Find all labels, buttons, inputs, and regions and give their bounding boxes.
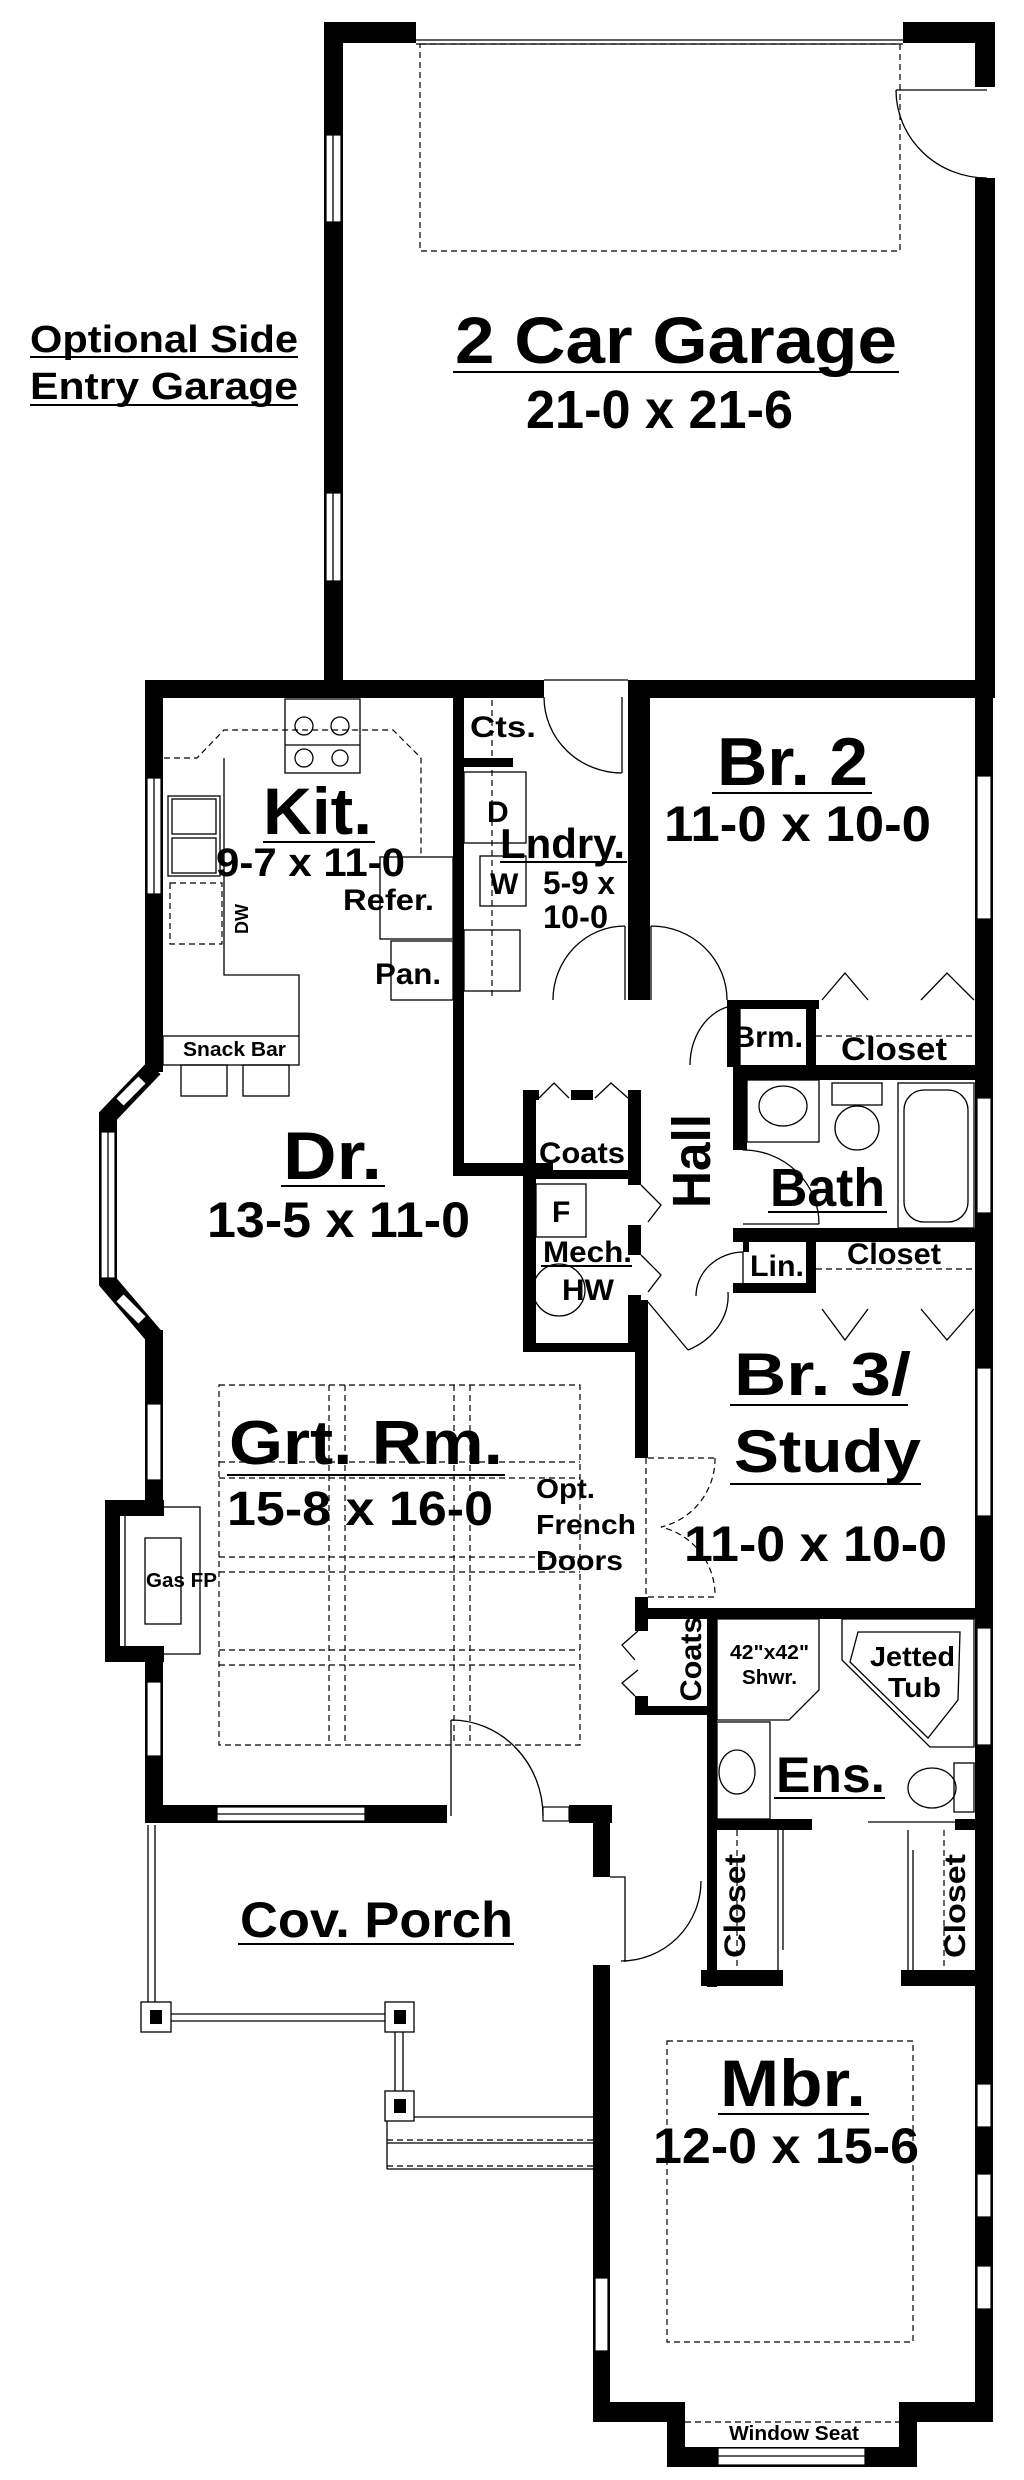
windows xyxy=(100,39,992,2466)
stool xyxy=(242,1064,290,1097)
refrigerator-label: Refer. xyxy=(343,884,434,917)
french-doors-label: Opt. xyxy=(536,1473,595,1504)
labels: Optional Side Entry Garage 2 Car Garage … xyxy=(30,303,972,2445)
closet-label: Closet xyxy=(841,1031,947,1067)
pantry xyxy=(390,940,454,1001)
room-name-bedroom3: Study xyxy=(734,1418,922,1485)
room-dims-garage: 21-0 x 21-6 xyxy=(526,380,793,440)
room-name-bedroom2: Br. 2 xyxy=(717,724,868,800)
snack-bar-label: Snack Bar xyxy=(183,1039,286,1061)
optional-garage-note: Entry Garage xyxy=(30,366,298,408)
stool xyxy=(180,1064,228,1097)
jetted-tub-label: Tub xyxy=(888,1672,941,1703)
walls xyxy=(99,22,995,2467)
room-dims-bedroom2: 11-0 x 10-0 xyxy=(664,796,931,852)
pantry-label: Pan. xyxy=(375,958,441,991)
room-name-great-room: Grt. Rm. xyxy=(229,1409,503,1478)
garage-door-outline xyxy=(419,43,901,252)
garage-side-door[interactable] xyxy=(895,89,988,179)
room-name-hall: Hall xyxy=(662,1114,722,1208)
rug-grid xyxy=(218,1384,581,1746)
refrigerator xyxy=(379,856,454,940)
fixtures xyxy=(124,43,975,2423)
water-heater-label: HW xyxy=(562,1274,615,1307)
closet-label: Closet xyxy=(939,1854,972,1958)
room-name-dining: Dr. xyxy=(283,1118,382,1194)
linen-door[interactable] xyxy=(695,1251,744,1297)
furnace xyxy=(535,1183,587,1238)
laundry-garage-door[interactable] xyxy=(543,679,628,774)
bedroom3-door[interactable] xyxy=(647,1291,729,1351)
room-name-bath: Bath xyxy=(770,1158,885,1218)
counters-label: Cts. xyxy=(470,711,536,744)
room-name-master: Mbr. xyxy=(720,2046,866,2120)
room-dims-great-room: 15-8 x 16-0 xyxy=(227,1483,493,1536)
room-name-bedroom3: Br. 3/ xyxy=(734,1341,911,1408)
room-dims-master: 12-0 x 15-6 xyxy=(653,2118,919,2174)
french-doors-label: Doors xyxy=(536,1545,623,1576)
mech-label: Mech. xyxy=(543,1236,632,1269)
bath-fixtures xyxy=(746,1079,975,1229)
porch-structure xyxy=(140,1825,593,2170)
room-name-kitchen: Kit. xyxy=(263,774,372,848)
shower xyxy=(716,1618,820,1721)
bedroom2-door[interactable] xyxy=(650,925,728,1001)
room-name-ensuite: Ens. xyxy=(776,1747,885,1803)
furnace-label: F xyxy=(552,1196,570,1229)
linen-label: Lin. xyxy=(750,1250,804,1283)
dryer-label: D xyxy=(487,796,509,829)
room-dims-bedroom3: 11-0 x 10-0 xyxy=(684,1516,947,1572)
ensuite-vanity xyxy=(716,1721,771,1820)
water-heater xyxy=(532,1263,586,1317)
room-dims-kitchen: 9-7 x 11-0 xyxy=(216,841,405,885)
master-door[interactable] xyxy=(610,1876,702,1962)
optional-garage-note: Optional Side xyxy=(30,319,298,361)
room-dims-dining: 13-5 x 11-0 xyxy=(207,1192,470,1248)
washer xyxy=(479,855,527,907)
fireplace xyxy=(124,1506,201,1655)
dryer xyxy=(463,771,527,844)
brm-door[interactable] xyxy=(689,1004,741,1066)
bath-door[interactable] xyxy=(742,1149,820,1225)
french-doors-label: French xyxy=(536,1509,636,1540)
kitchen-sink xyxy=(167,795,221,877)
closet-doors xyxy=(777,1821,955,1970)
snack-bar xyxy=(162,1035,300,1066)
closet-label: Closet xyxy=(847,1238,941,1271)
broom-closet-label: Brm. xyxy=(733,1021,803,1054)
shower-label: Shwr. xyxy=(742,1667,797,1689)
closet-label: Closet xyxy=(719,1854,752,1958)
kitchen-counter xyxy=(223,758,300,1036)
dishwasher xyxy=(169,882,223,945)
doors xyxy=(450,89,988,1962)
stove xyxy=(284,698,361,774)
room-name-laundry: Lndry. xyxy=(500,820,625,867)
coats-label: Coats xyxy=(675,1617,708,1702)
bifold-doors[interactable] xyxy=(538,971,975,1697)
shower-label: 42"x42" xyxy=(730,1642,809,1664)
window-seat-label: Window Seat xyxy=(729,2423,859,2445)
room-dims-laundry: 5-9 x xyxy=(543,865,615,901)
gas-fireplace-label: Gas FP xyxy=(146,1570,217,1592)
ensuite-toilet xyxy=(907,1762,975,1813)
dishwasher-label: DW xyxy=(232,904,252,934)
room-name-porch: Cov. Porch xyxy=(240,1892,513,1948)
french-doors[interactable] xyxy=(645,1457,716,1598)
room-name-garage: 2 Car Garage xyxy=(455,303,897,377)
coats-label: Coats xyxy=(539,1137,625,1170)
room-dims-laundry: 10-0 xyxy=(543,899,608,935)
laundry-door[interactable] xyxy=(552,925,626,1001)
jetted-tub-label: Jetted xyxy=(870,1641,955,1672)
master-rug xyxy=(666,2040,914,2343)
jetted-tub xyxy=(841,1618,975,1748)
washer-label: W xyxy=(490,868,519,901)
front-door[interactable] xyxy=(450,1719,544,1817)
